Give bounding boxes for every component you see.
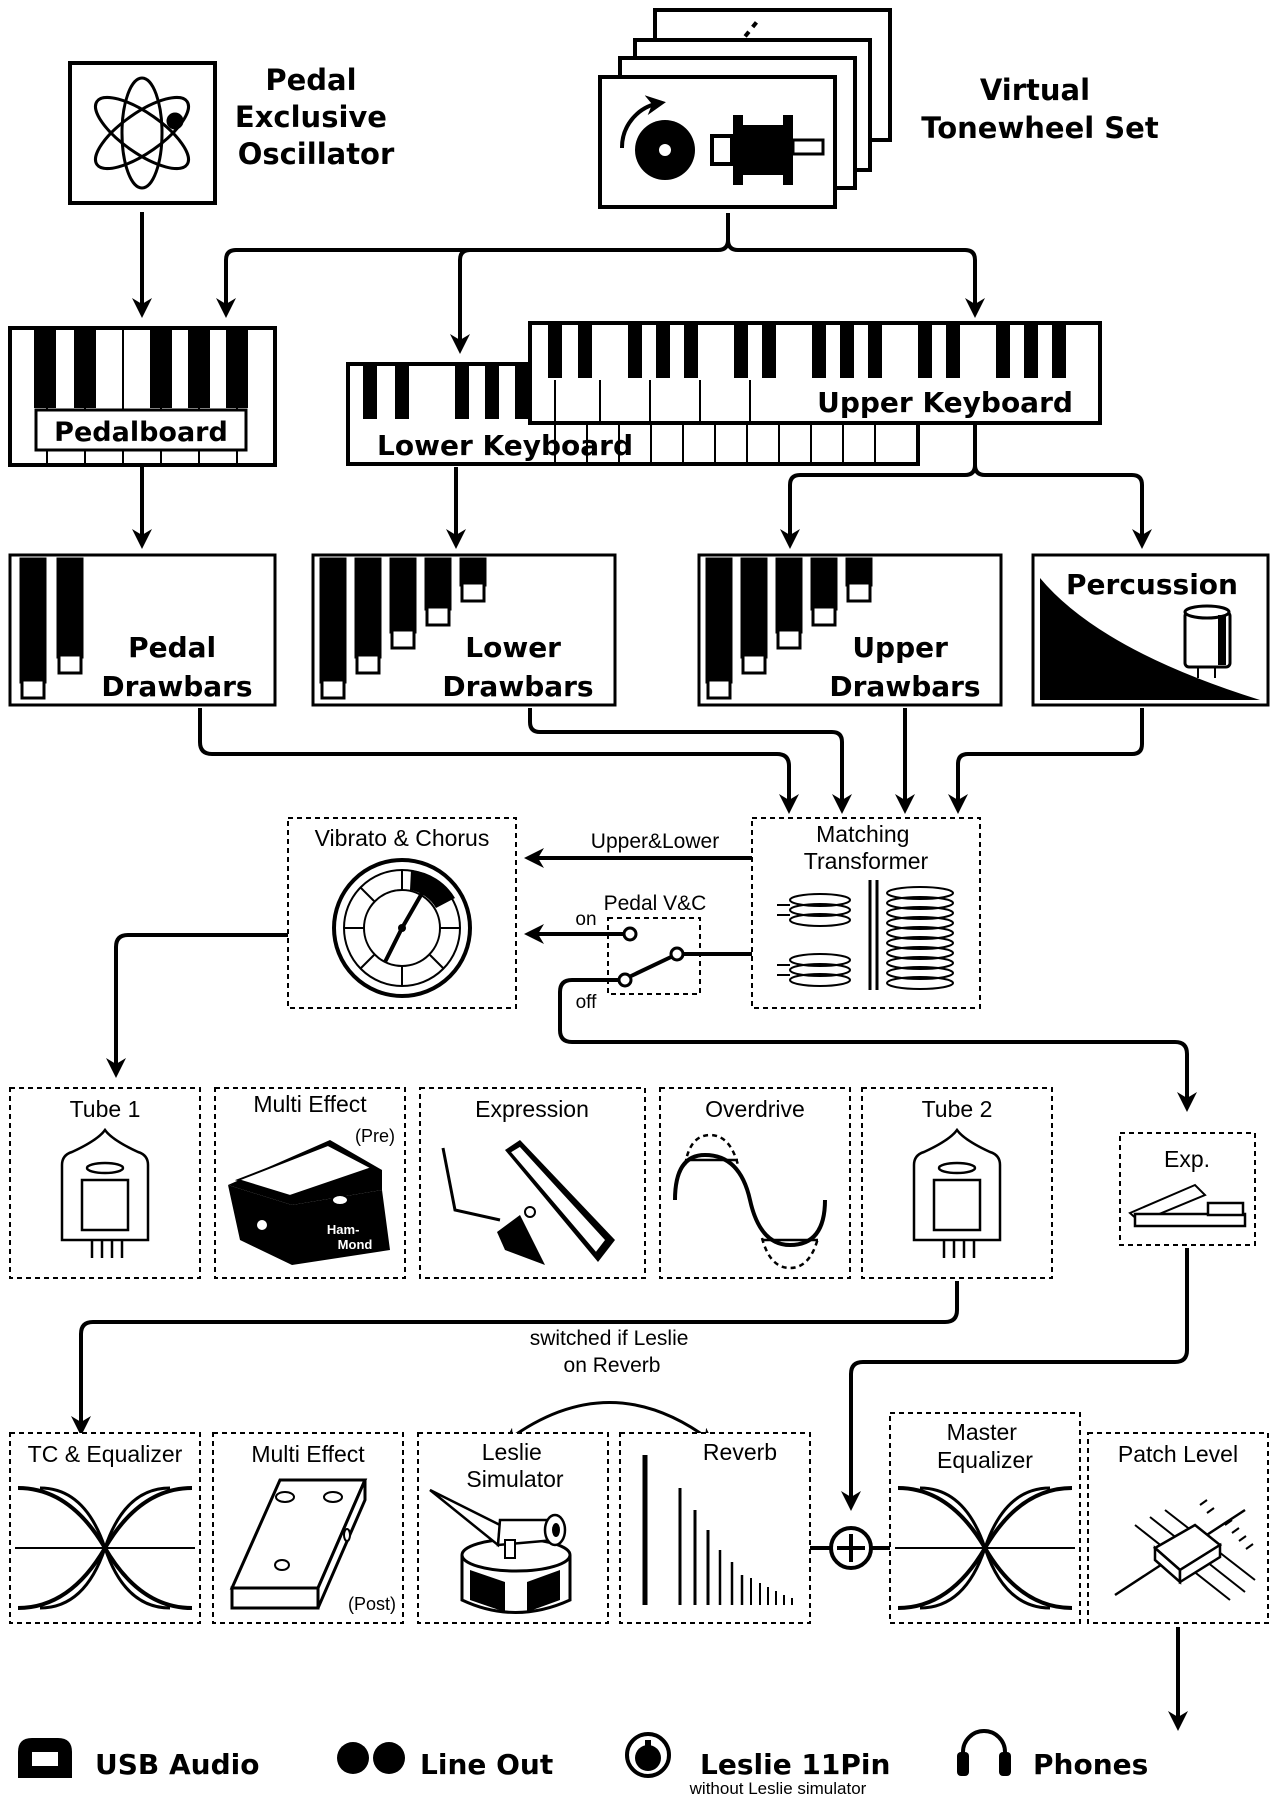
svg-text:Tube 2: Tube 2 bbox=[922, 1096, 993, 1122]
drawbar-arrows bbox=[198, 708, 1144, 814]
tube2-box: Tube 2 bbox=[861, 1087, 1053, 1279]
gauge-icon bbox=[332, 858, 472, 998]
svg-text:Vibrato & Chorus: Vibrato & Chorus bbox=[315, 825, 490, 851]
tc-equalizer-box: TC & Equalizer bbox=[9, 1432, 201, 1624]
upper-keyboard: Upper Keyboard bbox=[528, 321, 1102, 425]
line-out-output: Line Out bbox=[337, 1742, 553, 1781]
usb-icon bbox=[18, 1738, 72, 1778]
expression-box: Expression bbox=[419, 1087, 646, 1279]
upper-keyboard-label: Upper Keyboard bbox=[817, 386, 1073, 419]
sum-icon bbox=[810, 1526, 890, 1570]
svg-text:Multi Effect: Multi Effect bbox=[251, 1441, 365, 1467]
exp-box: Exp. bbox=[1119, 1132, 1256, 1246]
vibrato-chorus-box: Vibrato & Chorus bbox=[287, 817, 517, 1009]
row-arrows bbox=[71, 1248, 1189, 1511]
svg-text:Tube 1: Tube 1 bbox=[70, 1096, 141, 1122]
svg-text:Exp.: Exp. bbox=[1164, 1146, 1210, 1172]
pedalboard-label: Pedalboard bbox=[54, 417, 228, 448]
tube1-box: Tube 1 bbox=[9, 1087, 201, 1279]
svg-text:Master Equalizer: Master Equalizer bbox=[937, 1419, 1033, 1473]
svg-text:Expression: Expression bbox=[475, 1096, 589, 1122]
leslie-icon bbox=[429, 1488, 572, 1614]
eq-curves-icon bbox=[895, 1486, 1075, 1610]
keyboard-arrows bbox=[132, 425, 1152, 549]
svg-text:Ham- Mond: Ham- Mond bbox=[327, 1222, 372, 1252]
expression-pedal-icon bbox=[1128, 1183, 1247, 1228]
leslie-jack-icon bbox=[625, 1732, 671, 1778]
signal-routing: Upper&Lower Pedal V&C on off bbox=[106, 830, 1197, 1112]
tube-icon bbox=[60, 1127, 150, 1258]
usb-output: USB Audio bbox=[18, 1738, 259, 1781]
svg-text:Matching Transformer: Matching Transformer bbox=[804, 821, 929, 874]
eq-curves-icon bbox=[15, 1486, 195, 1610]
switch-note: switched if Leslie on Reverb bbox=[530, 1327, 695, 1377]
svg-text:Phones: Phones bbox=[1033, 1748, 1148, 1781]
multi-effect-pre-box: Multi Effect (Pre) Ham- Mond bbox=[214, 1087, 406, 1279]
fader-icon bbox=[1114, 1499, 1256, 1601]
tonewheel-set-box bbox=[598, 8, 892, 209]
stompbox-icon bbox=[229, 1478, 368, 1610]
lower-keyboard-label: Lower Keyboard bbox=[377, 429, 633, 462]
patch-level-box: Patch Level bbox=[1087, 1432, 1269, 1624]
svg-text:Lower Drawbars: Lower Drawbars bbox=[442, 631, 593, 703]
svg-text:Upper&Lower: Upper&Lower bbox=[591, 830, 719, 853]
leslie-11pin-output: Leslie 11Pin without Leslie simulator bbox=[625, 1732, 890, 1798]
reverb-decay-icon bbox=[642, 1455, 793, 1605]
phones-output: Phones bbox=[957, 1729, 1148, 1781]
svg-text:Pedal V&C: Pedal V&C bbox=[604, 892, 707, 915]
upper-drawbars: Upper Drawbars bbox=[697, 553, 1003, 707]
master-equalizer-box: Master Equalizer bbox=[889, 1412, 1081, 1624]
svg-text:off: off bbox=[576, 992, 598, 1013]
tube-icon bbox=[912, 1127, 1002, 1258]
source-arrows bbox=[132, 212, 985, 354]
svg-text:on: on bbox=[575, 909, 596, 930]
reverb-box: Reverb bbox=[619, 1432, 811, 1624]
svg-text:Multi Effect: Multi Effect bbox=[253, 1091, 367, 1117]
svg-text:Percussion: Percussion bbox=[1066, 568, 1238, 601]
svg-text:Overdrive: Overdrive bbox=[705, 1096, 805, 1122]
svg-text:USB Audio: USB Audio bbox=[95, 1748, 259, 1781]
lower-drawbars: Lower Drawbars bbox=[311, 553, 617, 707]
leslie-simulator-box: Leslie Simulator bbox=[417, 1432, 609, 1624]
pedal-oscillator-box bbox=[68, 61, 217, 205]
multi-effect-post-box: Multi Effect (Post) bbox=[212, 1432, 404, 1624]
overdrive-box: Overdrive bbox=[659, 1087, 851, 1279]
pedal-drawbars: Pedal Drawbars bbox=[8, 553, 277, 707]
capacitor-icon bbox=[1183, 604, 1232, 678]
svg-text:(Pre): (Pre) bbox=[355, 1126, 395, 1146]
tonewheel-label: Virtual Tonewheel Set bbox=[921, 73, 1159, 145]
sine-clip-icon bbox=[673, 1133, 827, 1270]
svg-text:without Leslie simulator: without Leslie simulator bbox=[689, 1779, 867, 1798]
expression-pedal-icon bbox=[441, 1140, 615, 1265]
svg-text:(Post): (Post) bbox=[348, 1594, 396, 1614]
pedal-oscillator-label: Pedal Exclusive Oscillator bbox=[235, 63, 397, 171]
svg-text:Leslie 11Pin: Leslie 11Pin bbox=[700, 1748, 890, 1781]
svg-text:TC & Equalizer: TC & Equalizer bbox=[28, 1441, 183, 1467]
line-out-icon bbox=[337, 1742, 405, 1774]
svg-text:Reverb: Reverb bbox=[703, 1439, 777, 1465]
transformer-icon bbox=[777, 880, 954, 990]
svg-text:Patch Level: Patch Level bbox=[1118, 1441, 1238, 1467]
wah-pedal-icon: Ham- Mond bbox=[228, 1140, 390, 1265]
atom-icon bbox=[94, 76, 190, 190]
tonewheel-icon bbox=[619, 95, 825, 185]
pedalboard-keyboard: Pedalboard bbox=[8, 326, 277, 467]
svg-text:Pedal Drawbars: Pedal Drawbars bbox=[101, 631, 252, 703]
svg-text:Leslie Simulator: Leslie Simulator bbox=[466, 1439, 563, 1492]
matching-transformer-box: Matching Transformer bbox=[751, 817, 981, 1009]
svg-text:Upper Drawbars: Upper Drawbars bbox=[829, 631, 980, 703]
headphones-icon bbox=[957, 1729, 1011, 1776]
percussion-box: Percussion bbox=[1031, 553, 1270, 707]
svg-text:Line Out: Line Out bbox=[420, 1748, 553, 1781]
